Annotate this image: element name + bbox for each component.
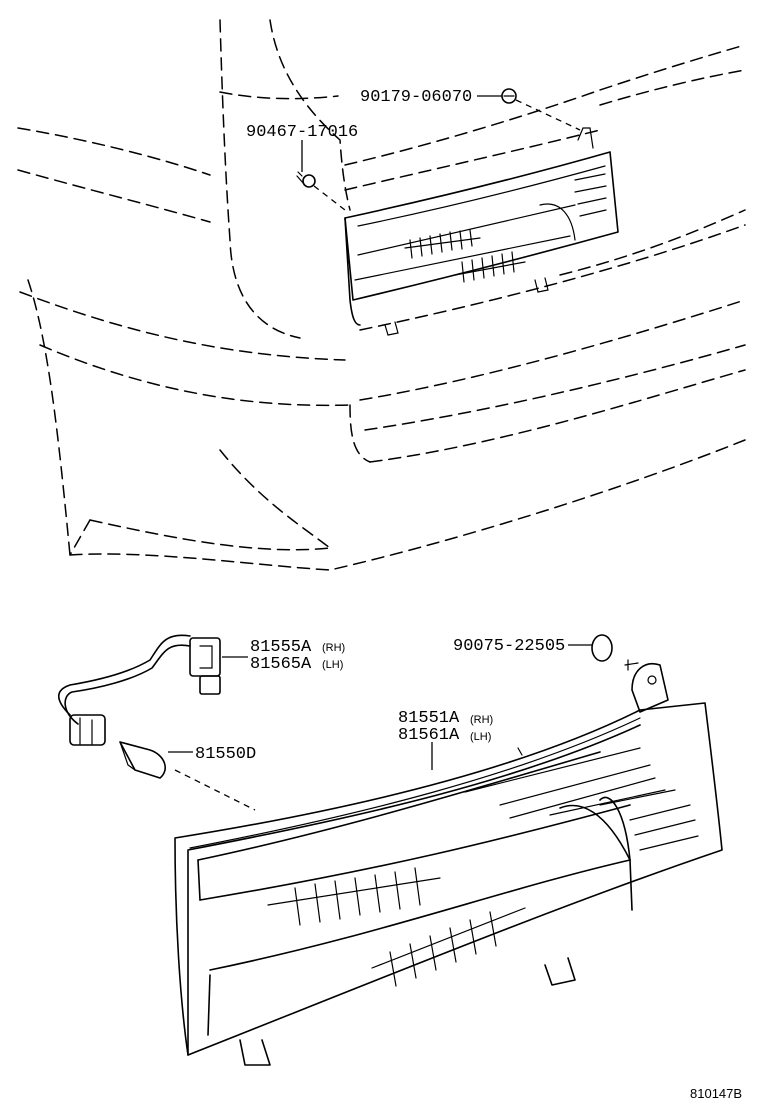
rear-lamp-installed (344, 127, 619, 336)
leader-screw-dashed (313, 185, 346, 211)
label-bulb: 81550D (195, 745, 256, 764)
label-screw-top: 90467-17016 (246, 123, 358, 142)
leader-bulb-dashed (174, 769, 256, 811)
label-socket-lh-suffix: (LH) (322, 659, 343, 671)
label-clip-top: 90179-06070 (360, 88, 472, 107)
label-lamp-lh-suffix: (LH) (470, 731, 491, 743)
rear-lamp-assembly (174, 659, 723, 1066)
leader-clip-dashed (515, 99, 581, 131)
label-lamp-rh-suffix: (RH) (470, 714, 493, 726)
nut-icon (591, 634, 613, 662)
screw-90467-17016-icon (296, 171, 316, 188)
socket-wire-harness (57, 634, 221, 746)
vehicle-rear-body (17, 19, 746, 571)
clip-90179-06070-icon (501, 88, 517, 104)
bulb-icon (119, 741, 166, 779)
label-nut: 90075-22505 (453, 637, 565, 656)
label-lamp-rh: 81551A (398, 709, 460, 728)
label-socket-rh-suffix: (RH) (322, 642, 345, 654)
label-socket-rh: 81555A (250, 638, 312, 657)
label-lamp-lh: 81561A (398, 726, 460, 745)
diagram-reference-number: 810147B (690, 1086, 742, 1101)
label-socket-lh: 81565A (250, 655, 312, 674)
